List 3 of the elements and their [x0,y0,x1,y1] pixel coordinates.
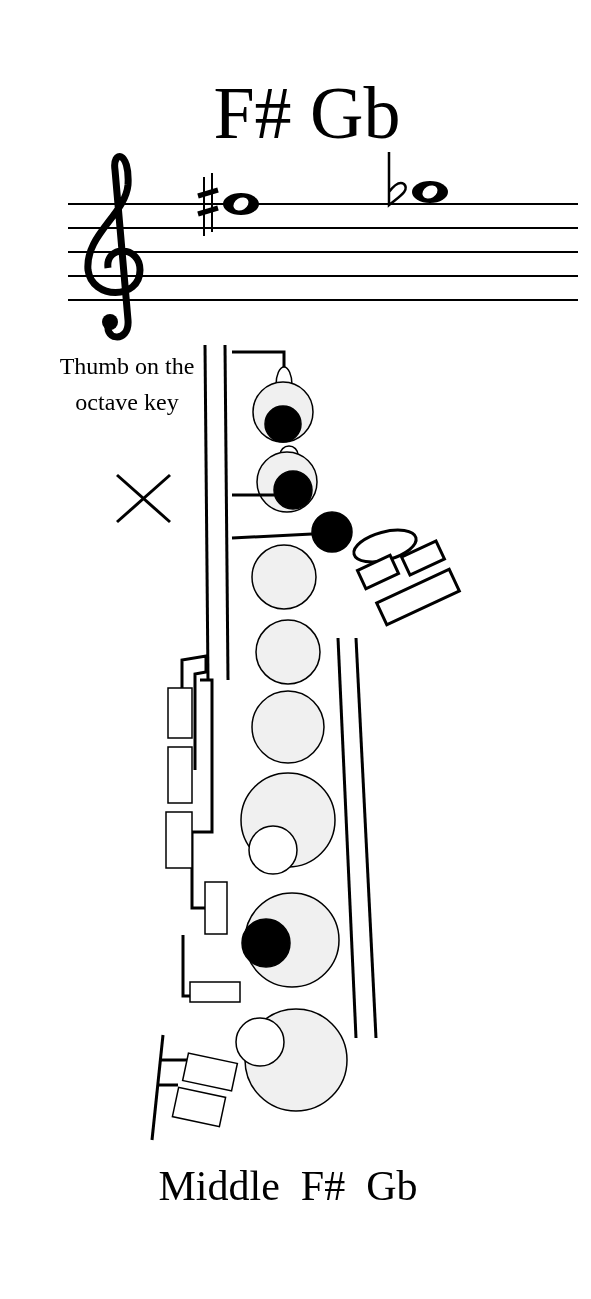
title: F# Gb [212,71,402,156]
caption: Middle F# Gb [157,1162,419,1211]
instruction-note: Thumb on the octave key [58,352,196,417]
